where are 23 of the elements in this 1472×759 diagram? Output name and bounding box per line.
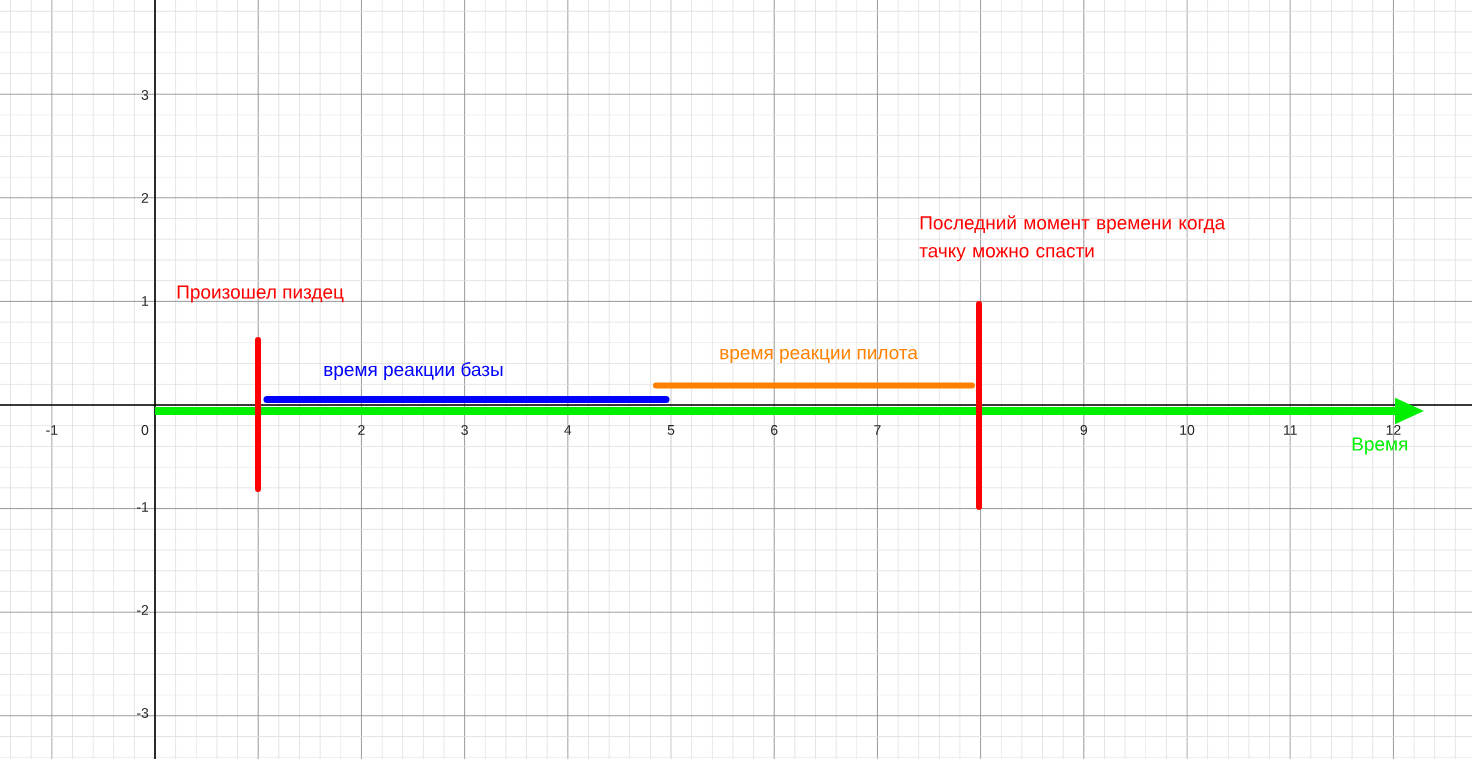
tick-label: -2 [137, 605, 149, 615]
tick-label: 1 [142, 296, 149, 306]
tick-label: 3 [461, 425, 468, 435]
tick-label: 2 [141, 193, 149, 203]
tick-label: 11 [1284, 425, 1297, 435]
tick-label: -1 [137, 502, 149, 512]
axis-title: Время [1352, 437, 1408, 455]
tick-label: 10 [1180, 425, 1195, 435]
tick-label: 6 [771, 425, 778, 435]
tick-label: 5 [667, 425, 675, 435]
tick-label: -1 [46, 425, 58, 435]
tick-label: 3 [141, 90, 149, 100]
tick-label: 2 [358, 425, 365, 435]
tick-label: -3 [137, 708, 149, 718]
annotation-label: Произошел пиздец [177, 285, 344, 303]
tick-label: 12 [1386, 425, 1401, 435]
annotation-label: время реакции базы [324, 362, 503, 380]
tick-label: 4 [564, 425, 572, 435]
tick-label: 9 [1080, 425, 1088, 435]
annotation-label: время реакции пилота [720, 348, 918, 364]
tick-label: 0 [141, 425, 149, 435]
tick-label: 7 [874, 425, 881, 435]
annotation-label: Последний момент времени когда тачку можно спасти [919, 215, 1226, 262]
